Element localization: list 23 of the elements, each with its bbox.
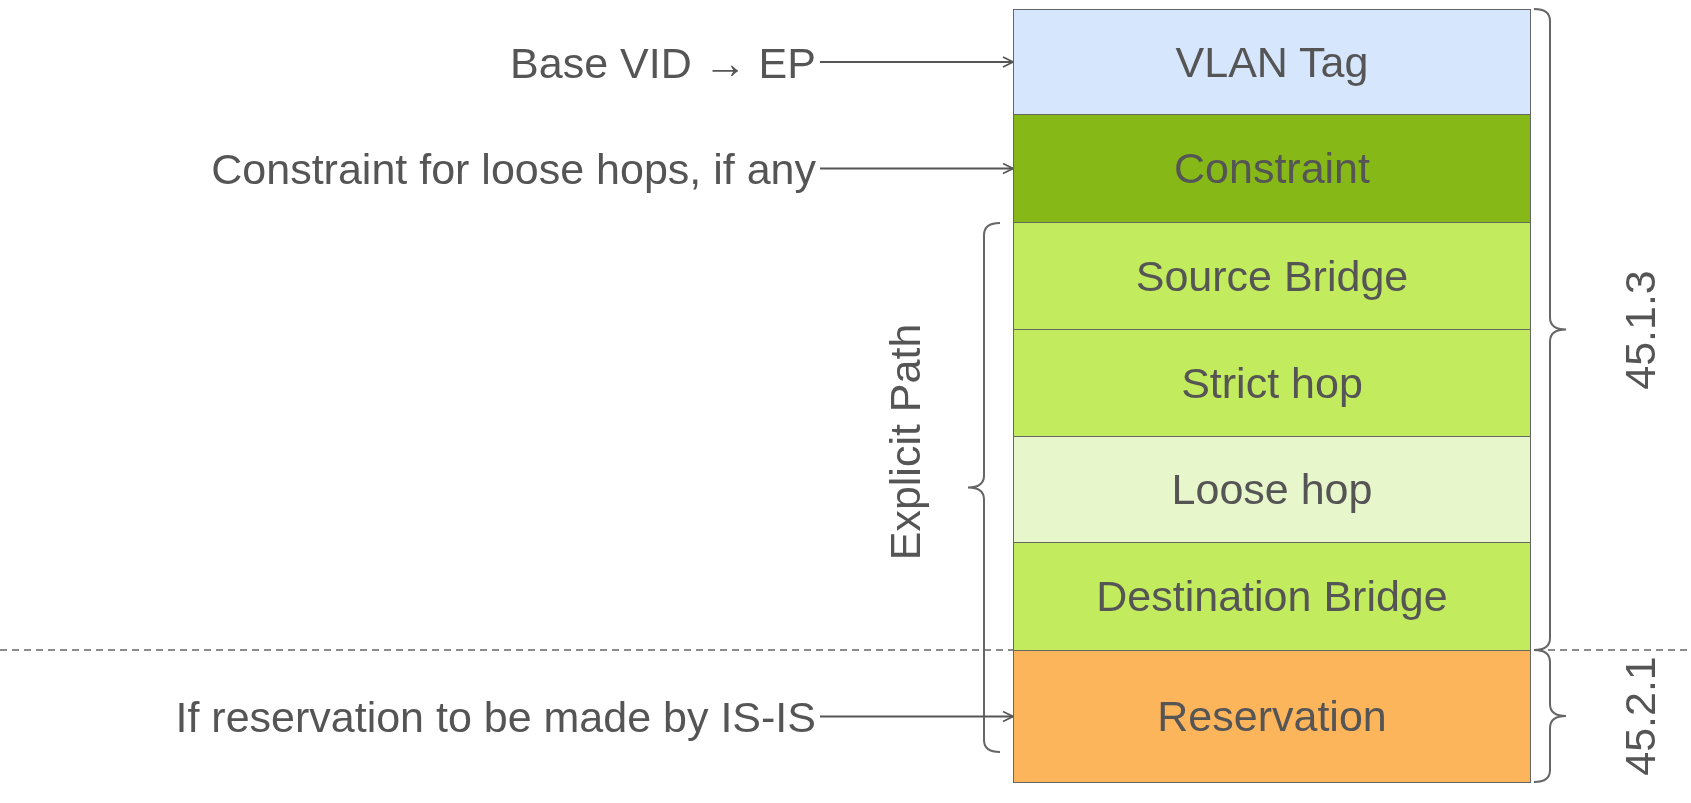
field-box xyxy=(1013,222,1531,330)
field-box xyxy=(1013,9,1531,115)
arrow xyxy=(819,56,1014,68)
annotation-text: If reservation to be made by IS-IS xyxy=(175,692,816,742)
field-label: Source Bridge xyxy=(1135,251,1409,301)
bracket-label: 45.2.1 xyxy=(1615,656,1665,776)
annotation-text: Constraint for loose hops, if any xyxy=(211,144,816,194)
field-box xyxy=(1013,436,1531,543)
field-box xyxy=(1013,542,1531,651)
field-label: Destination Bridge xyxy=(1096,572,1448,621)
bracket-label: Explicit Path xyxy=(880,323,930,561)
field-label: Constraint xyxy=(1174,144,1370,193)
field-label: VLAN Tag xyxy=(1175,37,1369,87)
annotation-text: Base VID → EP xyxy=(510,38,816,88)
field-box xyxy=(1013,650,1531,783)
arrow xyxy=(819,162,1014,175)
field-label: Strict hop xyxy=(1181,358,1363,408)
field-box xyxy=(1013,329,1531,437)
field-label: Loose hop xyxy=(1171,465,1373,514)
arrow xyxy=(819,710,1014,723)
bracket-label: 45.1.3 xyxy=(1615,270,1665,390)
field-box xyxy=(1013,114,1531,223)
field-label: Reservation xyxy=(1157,692,1387,741)
